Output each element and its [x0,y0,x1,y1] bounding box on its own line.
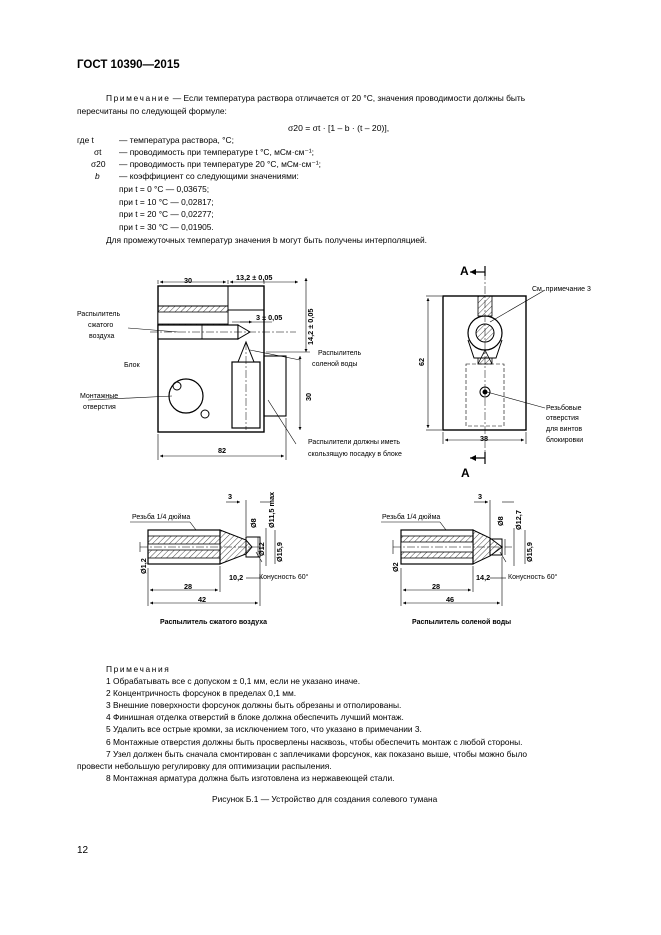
salt-d46: 46 [446,595,454,604]
air-d15: Ø15,9 [275,542,284,562]
interpolation-text: Для промежуточных температур значения b … [106,235,427,245]
note-3: 3 Внешние поверхности форсунок должны бы… [106,700,402,710]
note-intro-line2: пересчитаны по следующей формуле: [77,106,227,116]
def-st-sym: σt [94,147,102,157]
salt-cone: Конусность 60° [508,573,558,581]
dim-13: 13,2 ± 0,05 [236,273,272,282]
salt-d8: Ø8 [496,516,505,526]
air-dim-3: 3 [228,492,232,501]
air-thread: Резьба 1/4 дюйма [132,513,190,521]
salt-sprayer-detail [393,529,512,565]
section-mark-bottom: А [461,466,470,480]
air-d28: 28 [184,582,192,591]
label-salt-1: Распылитель [318,350,362,357]
air-d11: Ø11,5 max [267,492,276,528]
air-d42: 42 [198,595,206,604]
label-mount-1: Монтажные [80,393,118,400]
coef-30: при t = 30 °C — 0,01905. [119,222,214,232]
air-caption: Распылитель сжатого воздуха [160,619,267,626]
label-air-3: воздуха [89,333,115,340]
page-header: ГОСТ 10390—2015 [77,59,180,71]
note-1: 1 Обрабатывать все с допуском ± 0,1 мм, … [106,676,361,686]
salt-d12: Ø12,7 [514,510,523,530]
dim-30-side: 30 [304,393,313,401]
label-air-2: сжатого [88,322,113,329]
note-7-cont: провести небольшую регулировку для оптим… [77,761,332,771]
def-b-sym: b [95,171,100,181]
coef-10: при t = 10 °C — 0,02817; [119,197,214,207]
note-2: 2 Концентричность форсунок в пределах 0,… [106,688,297,698]
salt-d15: Ø15,9 [525,542,534,562]
salt-d28: 28 [432,582,440,591]
coef-0: при t = 0 °C — 0,03675; [119,184,210,194]
note-5: 5 Удалить все острые кромки, за исключен… [106,724,422,734]
block-side-view [442,272,527,462]
note-4: 4 Финишная отделка отверстий в блоке дол… [106,712,404,722]
def-t-text: — температура раствора, °C; [119,135,234,145]
dim-38: 38 [480,434,488,443]
figure-caption: Рисунок Б.1 — Устройство для создания со… [212,794,438,804]
label-thread-2: отверстия [546,415,579,422]
coef-20: при t = 20 °C — 0,02277; [119,209,214,219]
label-fit-1: Распылители должны иметь [308,439,400,446]
salt-d2: Ø2 [391,562,400,572]
label-salt-2: соленой воды [312,360,357,368]
def-b-text: — коэффициент со следующими значениями: [119,171,299,181]
front-view-dimensions [157,278,310,460]
air-sprayer-detail [140,529,266,565]
dim-3: 3 ± 0,05 [256,313,282,322]
notes-title: Примечания [106,664,171,674]
formula: σ20 = σt · [1 – b · (t – 20)], [288,123,390,133]
note-label: Примечание [106,93,171,103]
def-s20-text: — проводимость при температуре 20 °C, мС… [119,159,321,169]
label-thread-1: Резьбовые [546,404,582,412]
label-see-note: См. примечание 3 [532,286,591,293]
note-6: 6 Монтажные отверстия должны быть просве… [106,737,523,747]
dim-30-top: 30 [184,276,192,285]
salt-caption: Распылитель соленой воды [412,618,511,626]
dim-14: 14,2 ± 0,05 [306,309,315,345]
page-number: 12 [77,845,89,856]
label-fit-2: скользящую посадку в блоке [308,450,402,458]
dim-82: 82 [218,446,226,455]
salt-d14: 14,2 [476,573,490,582]
air-cone: Конусность 60° [259,573,309,581]
air-d8: Ø8 [249,518,258,528]
label-mount-2: отверстия [83,404,116,411]
note-text: — Если температура раствора отличается о… [170,93,526,103]
salt-thread: Резьба 1/4 дюйма [382,513,440,521]
technical-drawing: 30 13,2 ± 0,05 14,2 ± 0,05 3 ± 0,05 30 8… [77,264,591,626]
label-thread-3: для винтов [546,426,582,433]
note-intro-line1: Примечание — Если температура раствора о… [106,92,525,104]
def-st-text: — проводимость при температуре t °C, мСм… [119,147,314,157]
salt-dim-3: 3 [478,492,482,501]
def-t-sym: где t [77,135,94,145]
block-front-view [150,285,296,433]
note-7: 7 Узел должен быть сначала смонтирован с… [106,749,528,759]
note-8: 8 Монтажная арматура должна быть изготов… [106,773,395,783]
air-d1: Ø1,2 [139,558,148,574]
section-mark-top: А [460,264,469,278]
def-s20-sym: σ20 [91,159,106,169]
label-block: Блок [124,362,141,369]
label-air-1: Распылитель [77,311,121,318]
dim-62: 62 [417,358,426,366]
label-thread-4: блокировки [546,436,583,444]
air-d12: Ø12 [257,542,266,556]
air-d10: 10,2 [229,573,243,582]
